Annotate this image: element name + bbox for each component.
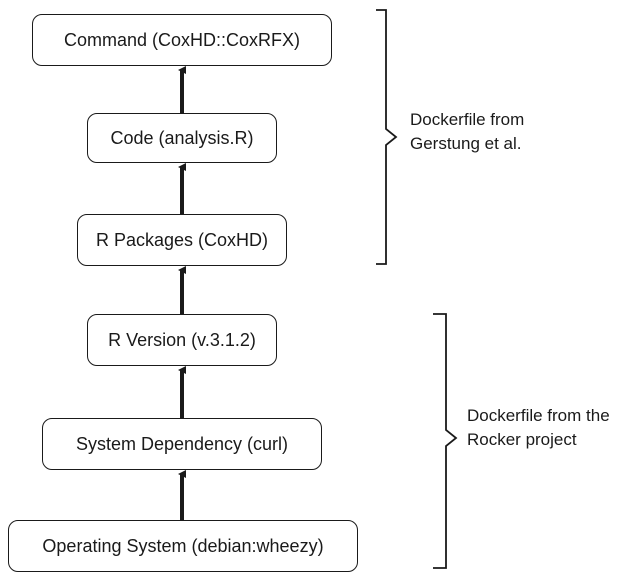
layer-label-operating-system: Operating System (debian:wheezy)	[42, 535, 324, 556]
layer-box-code: Code (analysis.R)	[87, 113, 277, 163]
layer-box-r-packages: R Packages (CoxHD)	[77, 214, 287, 266]
layer-box-operating-system: Operating System (debian:wheezy)	[8, 520, 358, 572]
group-label-rocker-line-1: Dockerfile from the	[467, 406, 610, 425]
layer-label-r-packages: R Packages (CoxHD)	[95, 229, 269, 250]
group-label-gerstung-line-2: Gerstung et al.	[410, 134, 522, 153]
layer-box-command: Command (CoxHD::CoxRFX)	[32, 14, 332, 66]
layer-label-command: Command (CoxHD::CoxRFX)	[63, 29, 301, 50]
group-label-gerstung-line-1: Dockerfile from	[410, 110, 525, 129]
group-label-rocker: Dockerfile from the Rocker project	[467, 404, 610, 452]
layer-label-code: Code (analysis.R)	[110, 127, 254, 148]
layer-label-r-version: R Version (v.3.1.2)	[108, 329, 256, 350]
layer-box-r-version: R Version (v.3.1.2)	[87, 314, 277, 366]
layer-label-system-dependency: System Dependency (curl)	[75, 433, 289, 454]
bracket-gerstung	[376, 9, 398, 265]
group-label-gerstung: Dockerfile from Gerstung et al.	[410, 108, 524, 156]
group-label-rocker-line-2: Rocker project	[467, 430, 577, 449]
bracket-rocker	[433, 313, 458, 569]
layer-box-system-dependency: System Dependency (curl)	[42, 418, 322, 470]
